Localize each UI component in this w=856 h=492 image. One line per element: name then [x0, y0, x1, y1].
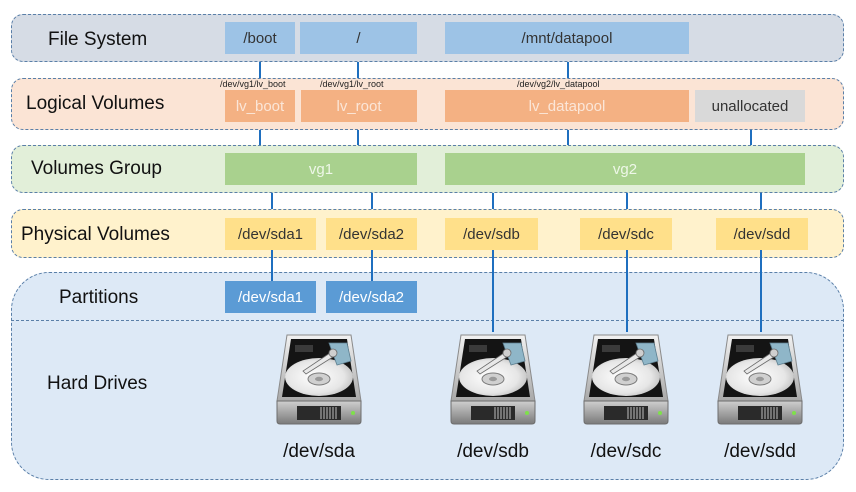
- fs-root[interactable]: /: [300, 22, 417, 54]
- pv-sda1[interactable]: /dev/sda1: [225, 218, 316, 250]
- pv-sdb[interactable]: /dev/sdb: [445, 218, 538, 250]
- connector-pv-sda2-part: [371, 250, 373, 281]
- connector-pv-sdb-drive: [492, 250, 494, 332]
- file-system-label: File System: [48, 29, 148, 50]
- fs-datapool[interactable]: /mnt/datapool: [445, 22, 689, 54]
- vg1[interactable]: vg1: [225, 153, 417, 185]
- vg2[interactable]: vg2: [445, 153, 805, 185]
- connector-pv-sda1-part: [271, 250, 273, 281]
- hard-drive-sdd-icon[interactable]: [714, 331, 806, 427]
- connector-root-lvroot: [357, 62, 359, 78]
- connector-pv-sdc-drive: [626, 250, 628, 332]
- physical-volumes-layer: [11, 209, 844, 258]
- logical-volumes-label: Logical Volumes: [26, 93, 165, 114]
- connector-lvroot-vg1: [357, 130, 359, 145]
- lv-datapool[interactable]: lv_datapool: [445, 90, 689, 122]
- hard-drive-sdb-icon[interactable]: [447, 331, 539, 427]
- connector-boot-lvboot: [259, 62, 261, 78]
- storage-layer: [11, 272, 844, 480]
- hard-drive-sdc-label: /dev/sdc: [590, 441, 662, 462]
- partition-sda2[interactable]: /dev/sda2: [326, 281, 417, 313]
- pv-sdd[interactable]: /dev/sdd: [716, 218, 808, 250]
- lv-root[interactable]: lv_root: [301, 90, 417, 122]
- connector-vg2-sdd: [760, 193, 762, 209]
- connector-lvboot-vg1: [259, 130, 261, 145]
- connector-vg1-sda2: [371, 193, 373, 209]
- lv-boot-path: /dev/vg1/lv_boot: [220, 79, 286, 89]
- hard-drive-sdc-icon[interactable]: [580, 331, 672, 427]
- fs-boot[interactable]: /boot: [225, 22, 295, 54]
- physical-volumes-label: Physical Volumes: [21, 224, 170, 245]
- pv-sdc[interactable]: /dev/sdc: [580, 218, 672, 250]
- hard-drive-sdd-label: /dev/sdd: [724, 441, 796, 462]
- connector-pv-sdd-drive: [760, 250, 762, 332]
- hard-drives-label: Hard Drives: [47, 373, 148, 394]
- lv-unallocated[interactable]: unallocated: [695, 90, 805, 122]
- connector-vg1-sda1: [271, 193, 273, 209]
- pv-sda2[interactable]: /dev/sda2: [326, 218, 417, 250]
- partition-sda1[interactable]: /dev/sda1: [225, 281, 316, 313]
- hard-drive-sda-label: /dev/sda: [283, 441, 355, 462]
- file-system-layer: [11, 14, 844, 62]
- lv-datapool-path: /dev/vg2/lv_datapool: [517, 79, 600, 89]
- volume-group-label: Volumes Group: [31, 158, 162, 179]
- connector-vg2-sdc: [626, 193, 628, 209]
- hard-drive-sda-icon[interactable]: [273, 331, 365, 427]
- lv-root-path: /dev/vg1/lv_root: [320, 79, 384, 89]
- partitions-drives-divider: [11, 320, 844, 321]
- connector-unallocated-vg2: [750, 130, 752, 145]
- connector-datapool-lvdatapool: [567, 62, 569, 78]
- lv-boot[interactable]: lv_boot: [225, 90, 295, 122]
- hard-drive-sdb-label: /dev/sdb: [457, 441, 529, 462]
- connector-vg2-sdb: [492, 193, 494, 209]
- partitions-label: Partitions: [59, 287, 139, 308]
- connector-lvdatapool-vg2: [567, 130, 569, 145]
